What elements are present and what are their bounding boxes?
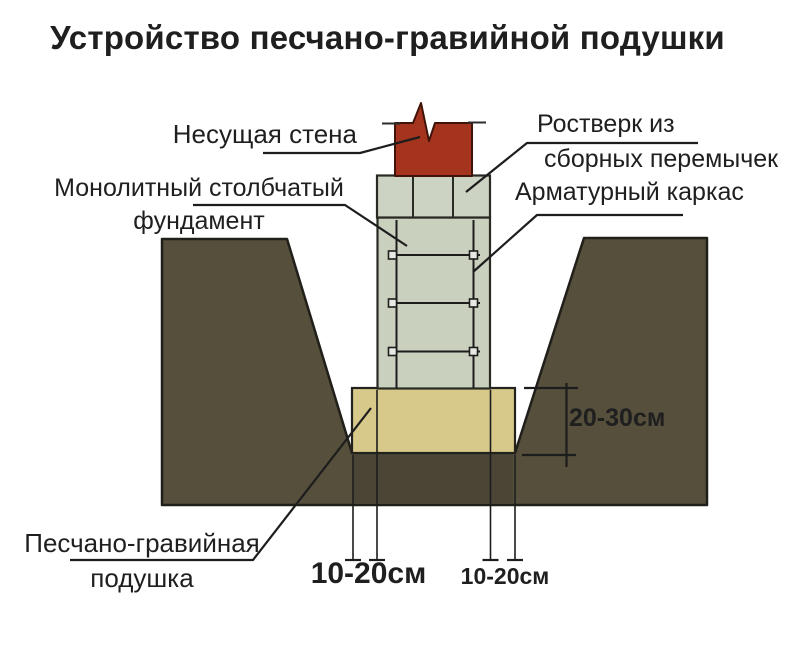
leader-column [193,203,408,247]
bearing-wall-shape [394,102,473,177]
label-grillage-line2: сборных перемычек [544,145,779,173]
leader-grillage [465,141,698,193]
earth-mass [160,236,709,507]
leader-rebar-cage [472,213,683,273]
dimension-text-overhang-left: 10-20см [310,557,427,590]
label-column: Монолитный столбчатый фундамент [38,172,360,238]
dimension-20-30 [522,383,578,467]
grillage-row-shape [375,174,492,219]
label-bearing-wall: Несущая стена [172,119,357,149]
dimension-text-overhang-right: 10-20см [460,563,550,589]
label-column-line1: Монолитный столбчатый [54,174,344,202]
label-cushion: Песчано-гравийная подушка [8,526,276,596]
dimension-text-cushion-thickness: 20-30см [569,404,666,432]
label-rebar-cage: Арматурный каркас [515,178,744,206]
label-column-line2: фундамент [133,207,265,235]
leader-bearing-wall [263,135,421,155]
diagram-title: Устройство песчано-гравийной подушки [50,19,725,56]
leader-cushion [70,407,372,562]
label-grillage-line1: Ростверк из [537,110,675,138]
rebar-cage-shape [387,220,480,388]
label-cushion-line2: подушка [90,563,194,593]
extension-lines [352,390,516,561]
label-cushion-line1: Песчано-гравийная [24,528,260,558]
sand-gravel-cushion-shape [350,386,517,455]
earth-under-cushion [354,455,513,504]
